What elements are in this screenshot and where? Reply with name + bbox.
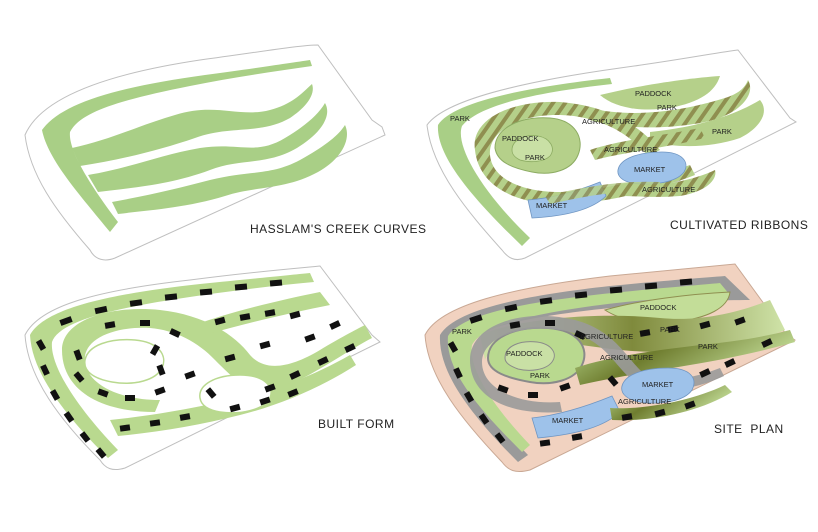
label-paddock-center: PADDOCK xyxy=(502,134,539,143)
label-market-right: MARKET xyxy=(634,165,666,174)
striped-ribbon-top xyxy=(590,80,751,128)
mid-ellipse xyxy=(199,374,272,414)
label-park-center: PARK xyxy=(530,371,550,380)
label-agriculture-2: AGRICULTURE xyxy=(600,353,653,362)
creek-curve-3 xyxy=(112,125,347,214)
label-park-left: PARK xyxy=(452,327,472,336)
label-agriculture-3: AGRICULTURE xyxy=(642,185,695,194)
inner-spiral-band xyxy=(62,309,372,412)
creek-curve-2 xyxy=(88,103,328,192)
market-right xyxy=(621,367,695,404)
label-paddock-top: PADDOCK xyxy=(640,303,677,312)
label-agriculture-3: AGRICULTURE xyxy=(618,397,671,406)
panel-cultivated-ribbons: PADDOCK PARK PARK PADDOCK AGRICULTURE PA… xyxy=(426,49,808,261)
ribbons-caption: CULTIVATED RIBBONS xyxy=(670,218,808,232)
label-agriculture-1: AGRICULTURE xyxy=(580,332,633,341)
label-agriculture-1: AGRICULTURE xyxy=(582,117,635,126)
label-agriculture-2: AGRICULTURE xyxy=(604,145,657,154)
lower-band xyxy=(110,355,356,436)
label-market-right: MARKET xyxy=(642,380,674,389)
label-market-left: MARKET xyxy=(552,416,584,425)
building-blocks xyxy=(447,278,773,447)
label-paddock-top: PADDOCK xyxy=(635,89,672,98)
creek-curve-1 xyxy=(72,84,313,166)
building-blocks xyxy=(35,279,356,459)
spiral-inner-circle xyxy=(511,135,553,163)
market-right xyxy=(617,151,687,185)
label-park-right: PARK xyxy=(698,342,718,351)
curves-caption: HASSLAM'S CREEK CURVES xyxy=(250,222,426,236)
label-park-top: PARK xyxy=(657,103,677,112)
label-park-right: PARK xyxy=(712,127,732,136)
creek-edge-band xyxy=(42,60,312,232)
paddock-ribbon-top xyxy=(600,76,720,110)
panel-site-plan: PADDOCK PARK AGRICULTURE PARK PARK PADDO… xyxy=(424,263,797,473)
park-band xyxy=(437,78,612,246)
label-market-left: MARKET xyxy=(536,201,568,210)
agriculture-ribbon-bottom xyxy=(545,181,660,204)
upper-right-band xyxy=(195,292,330,335)
inner-ellipse xyxy=(84,338,165,384)
label-park-center: PARK xyxy=(525,153,545,162)
agriculture-ribbon-mid xyxy=(590,128,705,160)
spiral-core xyxy=(504,341,555,371)
panel-built-form: BUILT FORM xyxy=(24,265,395,471)
label-park-left: PARK xyxy=(450,114,470,123)
built-caption: BUILT FORM xyxy=(318,417,395,431)
label-paddock-center: PADDOCK xyxy=(506,349,543,358)
label-park-top: PARK xyxy=(660,325,680,334)
panel-creek-curves: HASSLAM'S CREEK CURVES xyxy=(24,44,426,261)
agriculture-lower-band xyxy=(610,385,732,421)
siteplan-caption: SITE PLAN xyxy=(714,422,784,436)
